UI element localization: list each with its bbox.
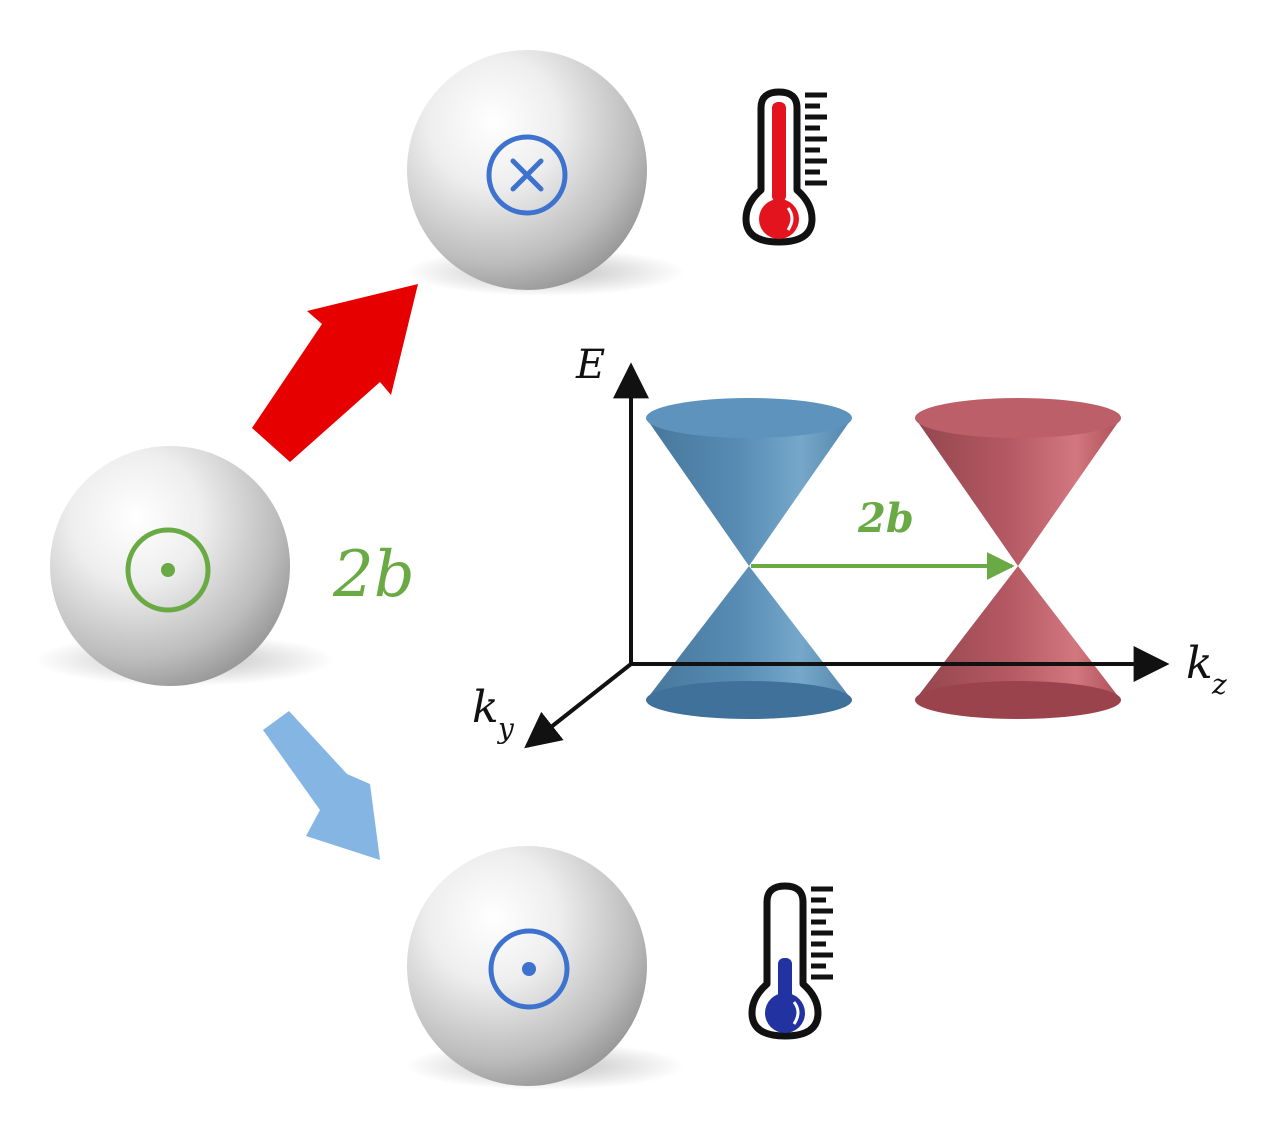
blue-arrow	[263, 711, 380, 860]
blue-weyl-cone	[646, 398, 852, 719]
ky-axis-label: k y	[472, 682, 515, 745]
axes	[524, 362, 1170, 749]
sphere-bottom	[405, 846, 685, 1090]
red-weyl-cone	[915, 398, 1121, 719]
svg-text:z: z	[1211, 668, 1227, 701]
sphere-top	[405, 50, 685, 296]
red-arrow	[252, 284, 418, 462]
circle-dot-icon	[125, 527, 211, 613]
two-b-label: 2b	[332, 538, 415, 612]
thermometer-cold-icon	[748, 882, 833, 1040]
circle-dot-icon	[488, 928, 570, 1010]
circle-cross-icon	[486, 134, 568, 216]
sphere-left	[35, 446, 335, 686]
svg-text:k: k	[1186, 638, 1213, 689]
node-separation-label: 2b	[857, 495, 914, 542]
thermometer-hot-icon	[742, 88, 827, 246]
kz-axis-label: k z	[1186, 638, 1227, 701]
energy-axis-label: E	[575, 342, 605, 388]
ky-axis	[524, 662, 633, 749]
svg-text:y: y	[496, 712, 515, 745]
svg-text:k: k	[472, 682, 499, 733]
